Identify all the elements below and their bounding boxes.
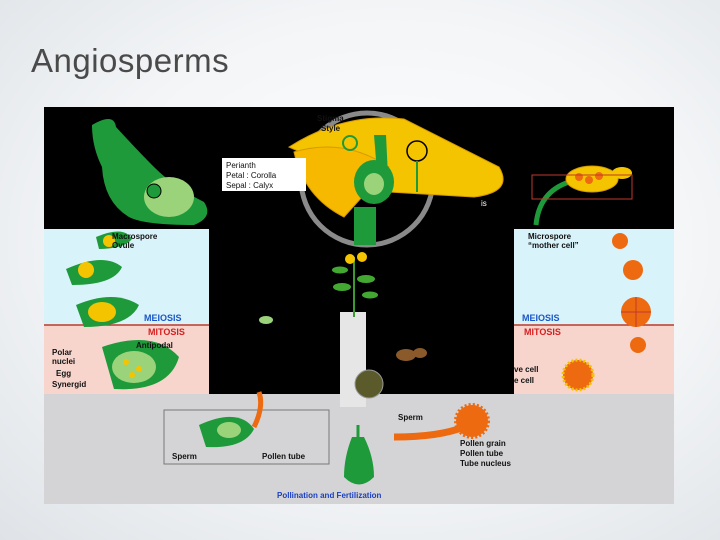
perianth-label: Perianth (226, 161, 256, 170)
male-mitosis-label: MITOSIS (524, 327, 561, 337)
microspore-label: Microspore (528, 232, 572, 241)
synergid-label: Synergid (52, 380, 86, 389)
flower-illustration (287, 117, 504, 245)
seed-illustrations (259, 316, 427, 399)
petal-label: Petal : Corolla (226, 171, 277, 180)
tube-nucleus-label: Tube nucleus (460, 459, 512, 468)
germinating-pollen-illustration (393, 403, 490, 441)
anther-illustration (531, 165, 633, 226)
angiosperm-life-cycle-diagram: Stigma Style Perianth Petal : Corolla Se… (44, 107, 674, 504)
diagram-canvas: Stigma Style Perianth Petal : Corolla Se… (44, 110, 674, 504)
pistil-illustration (92, 118, 208, 225)
microspore-single (630, 337, 646, 353)
slide-title: Angiosperms (31, 42, 230, 79)
pollen-grain-developing (561, 358, 595, 392)
plant-illustration (332, 252, 378, 317)
perianth-label-box (222, 158, 306, 191)
microspore-tetrad (621, 297, 651, 327)
ovule-stage-3 (76, 297, 139, 327)
footer-caption: Pollination and Fertilization (277, 491, 382, 500)
female-meiosis-label: MEIOSIS (144, 313, 182, 323)
egg-label: Egg (56, 369, 71, 378)
male-meiosis-label: MEIOSIS (522, 313, 560, 323)
microspore-mother-cell (612, 233, 628, 249)
microspore-dividing (623, 260, 643, 280)
pollen-grain-label: Pollen grain (460, 439, 506, 448)
male-mitosis-panel (514, 325, 674, 394)
sperm-right-label: Sperm (398, 413, 423, 422)
sperm-left-label: Sperm (172, 452, 197, 461)
ovule-stage-2 (66, 259, 122, 285)
pollen-tube-right-label: Pollen tube (460, 449, 504, 458)
fertilized-pistil-illustration (344, 425, 374, 485)
cut-off-label: is (481, 199, 487, 208)
pollen-tube-left-label: Pollen tube (262, 452, 306, 461)
ovule-label: Ovule (112, 241, 135, 250)
polar-label: Polar (52, 348, 72, 357)
vegetative-cell-label: ve cell (514, 365, 538, 374)
style-label: Style (321, 124, 341, 133)
embryo-sac (102, 339, 179, 390)
generative-cell-label: e cell (514, 376, 534, 385)
stigma-label: Stigma (317, 114, 344, 123)
sepal-label: Sepal : Calyx (226, 181, 273, 190)
fertilization-ovule-illustration (199, 391, 264, 448)
ovule-stage-1 (96, 231, 132, 249)
female-mitosis-label: MITOSIS (148, 327, 185, 337)
antipodal-label: Antipodal (136, 341, 173, 350)
nuclei-label: nuclei (52, 357, 75, 366)
fertilization-box (163, 409, 330, 465)
macrospore-label: Macrospore (112, 232, 158, 241)
mother-cell-label: “mother cell” (528, 241, 579, 250)
